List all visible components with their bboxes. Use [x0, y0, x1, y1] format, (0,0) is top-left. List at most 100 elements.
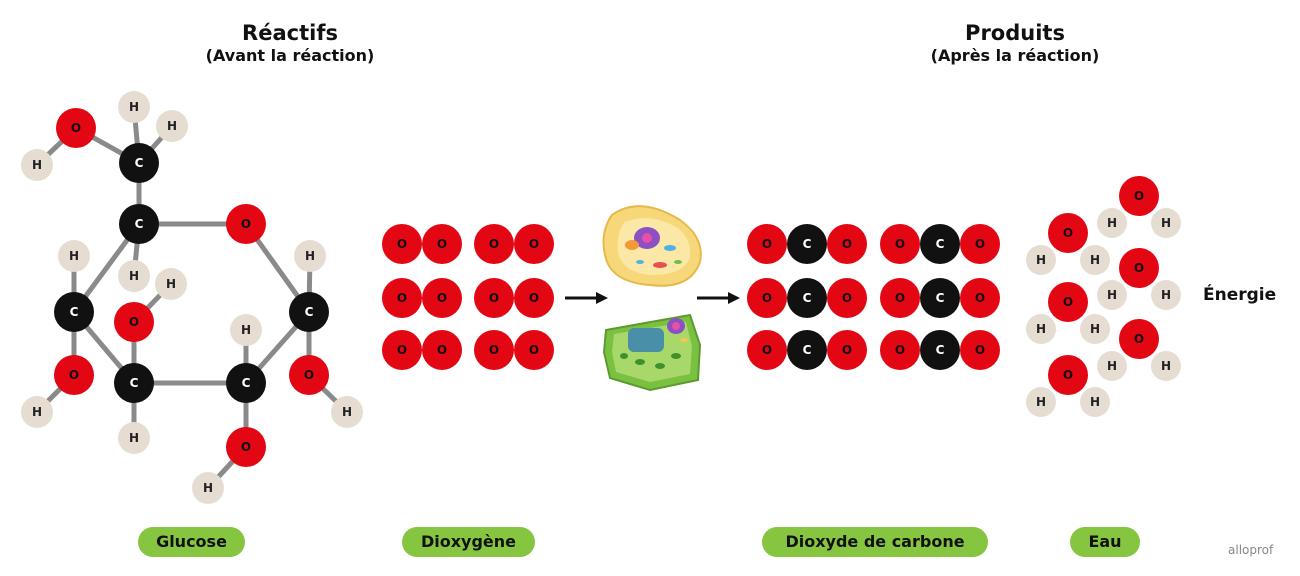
carbon-atom: C: [787, 278, 827, 318]
atom-symbol: O: [1063, 368, 1073, 382]
oxygen-atom: O: [880, 330, 920, 370]
hydrogen-atom: H: [1151, 280, 1181, 310]
plant-cell-icon: [602, 313, 702, 392]
water-label: Eau: [1070, 527, 1140, 557]
carbon-atom: C: [787, 224, 827, 264]
hydrogen-atom: H: [1026, 314, 1056, 344]
atom-symbol: O: [975, 291, 985, 305]
atom-symbol: O: [129, 315, 139, 329]
atom-symbol: O: [397, 237, 407, 251]
carbon-atom: C: [289, 292, 329, 332]
atom-symbol: O: [489, 237, 499, 251]
atom-symbol: O: [895, 237, 905, 251]
oxygen-atom: O: [827, 224, 867, 264]
oxygen-atom: O: [226, 204, 266, 244]
carbon-atom: C: [54, 292, 94, 332]
reactants-subtitle: (Avant la réaction): [205, 46, 375, 65]
atom-symbol: C: [803, 291, 812, 305]
carbon-atom: C: [119, 204, 159, 244]
hydrogen-atom: H: [118, 260, 150, 292]
atom-symbol: O: [1134, 261, 1144, 275]
hydrogen-atom: H: [1151, 208, 1181, 238]
atom-symbol: O: [762, 343, 772, 357]
products-title: Produits: [965, 21, 1065, 45]
atom-symbol: C: [936, 237, 945, 251]
oxygen-atom: O: [1048, 355, 1088, 395]
animal-cell-icon: [602, 205, 702, 287]
atom-symbol: O: [437, 237, 447, 251]
atom-symbol: O: [437, 343, 447, 357]
products-subtitle: (Après la réaction): [930, 46, 1100, 65]
atom-symbol: O: [397, 343, 407, 357]
atom-symbol: H: [1090, 322, 1100, 336]
hydrogen-atom: H: [1097, 280, 1127, 310]
atom-symbol: H: [1161, 288, 1171, 302]
oxygen-atom: O: [827, 278, 867, 318]
oxygen-atom: O: [1048, 213, 1088, 253]
energy-label: Énergie: [1203, 285, 1277, 305]
oxygen-atom: O: [422, 278, 462, 318]
hydrogen-atom: H: [192, 472, 224, 504]
carbon-atom: C: [920, 330, 960, 370]
atom-symbol: O: [1134, 189, 1144, 203]
reactants-heading: Réactifs (Avant la réaction): [160, 20, 420, 66]
atom-symbol: H: [203, 481, 213, 495]
oxygen-atom: O: [474, 278, 514, 318]
products-heading: Produits (Après la réaction): [880, 20, 1150, 66]
atom-symbol: O: [842, 237, 852, 251]
hydrogen-atom: H: [1080, 387, 1110, 417]
atom-symbol: O: [529, 237, 539, 251]
oxygen-atom: O: [514, 330, 554, 370]
oxygen-atom: O: [382, 278, 422, 318]
carbon-atom: C: [114, 363, 154, 403]
hydrogen-atom: H: [331, 396, 363, 428]
oxygen-atom: O: [56, 108, 96, 148]
oxygen-atom: O: [226, 427, 266, 467]
atom-symbol: O: [842, 343, 852, 357]
hydrogen-atom: H: [1080, 314, 1110, 344]
atom-symbol: H: [1036, 322, 1046, 336]
oxygen-atom: O: [960, 278, 1000, 318]
atom-symbol: O: [241, 440, 251, 454]
atom-symbol: O: [304, 368, 314, 382]
atom-symbol: O: [397, 291, 407, 305]
atom-symbol: O: [71, 121, 81, 135]
atom-symbol: O: [895, 343, 905, 357]
arrow-to-products: [697, 292, 740, 304]
atom-symbol: O: [975, 237, 985, 251]
atom-symbol: H: [1107, 359, 1117, 373]
atom-symbol: O: [437, 291, 447, 305]
oxygen-atom: O: [880, 278, 920, 318]
atom-symbol: H: [305, 249, 315, 263]
arrow-to-cells: [565, 292, 608, 304]
hydrogen-atom: H: [1097, 208, 1127, 238]
atom-symbol: C: [242, 376, 251, 390]
oxygen-atom: O: [827, 330, 867, 370]
hydrogen-atom: H: [230, 314, 262, 346]
oxygen-atom: O: [54, 355, 94, 395]
atom-symbol: C: [936, 291, 945, 305]
atom-symbol: H: [1090, 253, 1100, 267]
atom-symbol: H: [32, 158, 42, 172]
alloprof-logo: alloprof: [1228, 543, 1274, 557]
atom-symbol: O: [529, 343, 539, 357]
carbon-atom: C: [920, 224, 960, 264]
oxygen-atom: O: [747, 278, 787, 318]
oxygen-atom: O: [114, 302, 154, 342]
hydrogen-atom: H: [155, 268, 187, 300]
oxygen-atom: O: [1119, 248, 1159, 288]
atom-symbol: C: [70, 305, 79, 319]
atom-symbol: H: [129, 431, 139, 445]
glucose-label: Glucose: [138, 527, 245, 557]
atom-symbol: H: [241, 323, 251, 337]
carbon-atom: C: [920, 278, 960, 318]
atom-symbol: H: [1107, 288, 1117, 302]
oxygen-atom: O: [474, 330, 514, 370]
oxygen-atom: O: [474, 224, 514, 264]
carbon-dioxide-label: Dioxyde de carbone: [762, 527, 988, 557]
atom-symbol: H: [32, 405, 42, 419]
oxygen-atom: O: [382, 224, 422, 264]
